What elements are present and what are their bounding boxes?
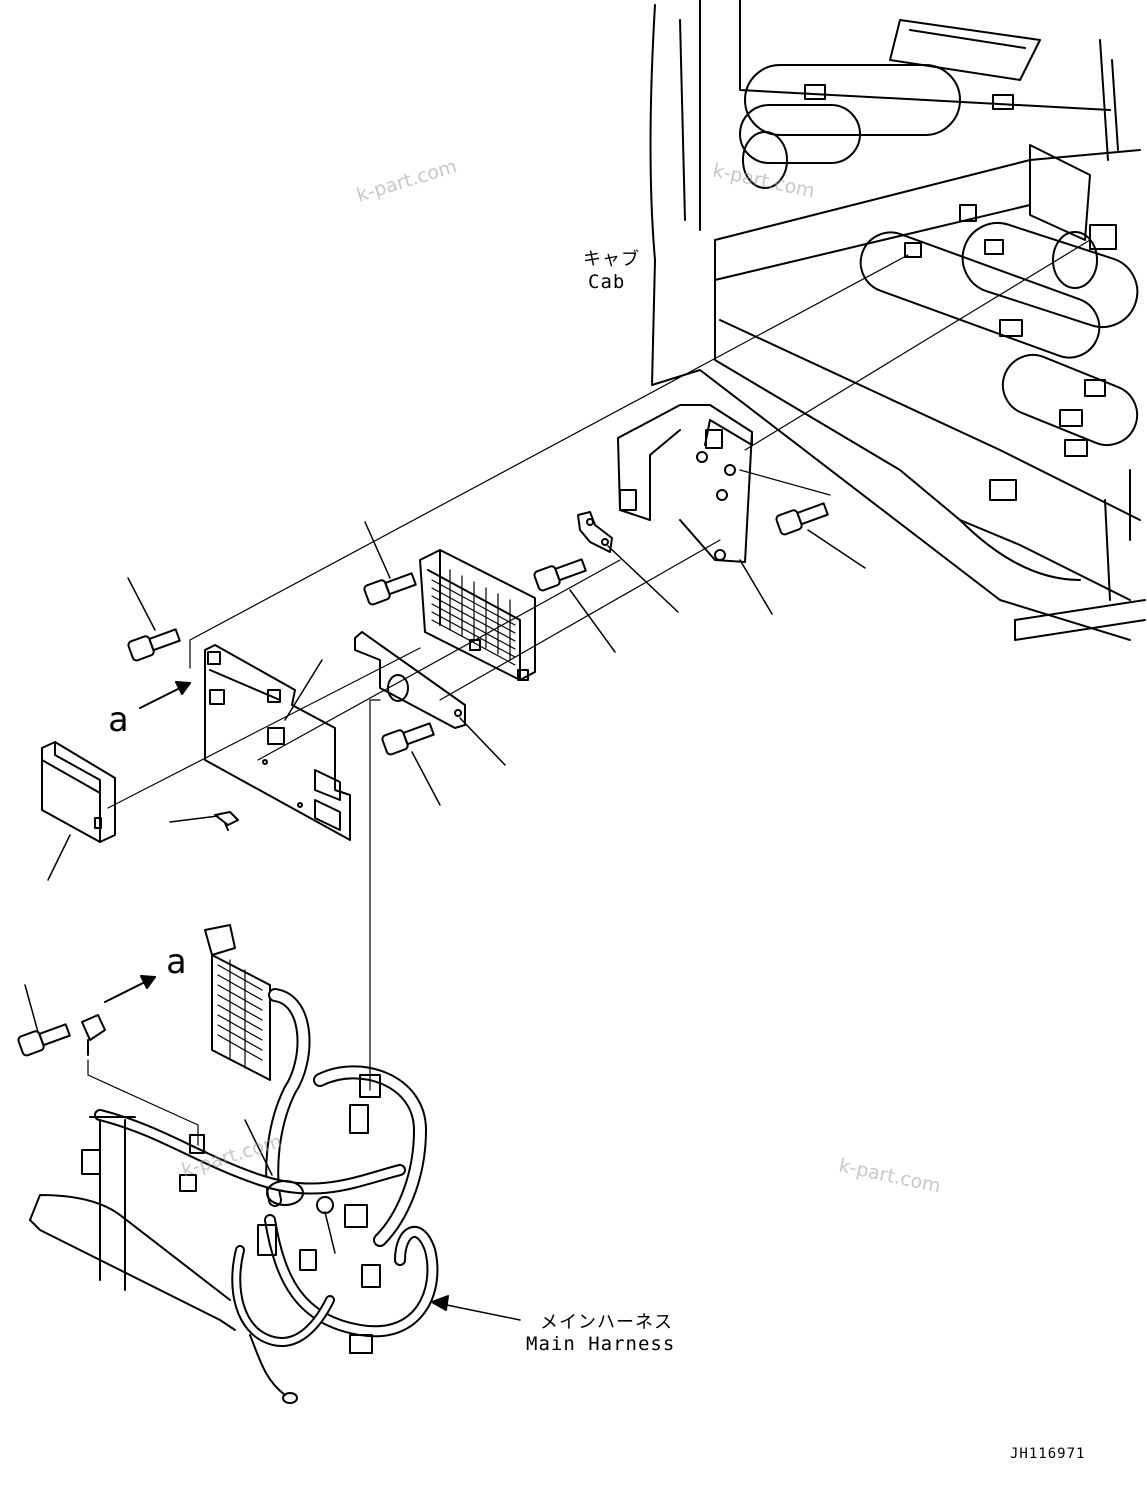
bolts: [17, 502, 829, 1057]
cab-slot: [859, 231, 1101, 359]
drawing-number: JH116971: [1010, 1446, 1086, 1462]
cab-structure: [649, 0, 1146, 641]
cab-slot: [961, 222, 1139, 328]
main-harness-label-en: Main Harness: [526, 1333, 676, 1355]
chassis-rail: [29, 1116, 236, 1331]
main-harness: [81, 924, 439, 1404]
cab-slot: [739, 104, 861, 164]
controller-bracket-rear: [617, 404, 753, 563]
cab-slot: [744, 64, 961, 136]
clip: [214, 811, 239, 831]
view-arrow: [104, 975, 156, 1003]
view-arrow: [139, 681, 191, 709]
cab-label-jp: キャブ: [583, 249, 640, 270]
controller-unit: [419, 549, 536, 681]
assembly-lines: [87, 239, 1091, 1146]
sub-controller-box: [41, 741, 116, 843]
cab-label-en: Cab: [588, 271, 626, 293]
main-harness-label-jp: メインハーネス: [540, 1312, 673, 1333]
bolt: [381, 722, 435, 756]
view-a-label: a: [108, 700, 129, 740]
small-bracket: [577, 511, 613, 553]
bolt: [363, 572, 417, 606]
bolt: [17, 1023, 71, 1057]
bolt: [533, 558, 587, 592]
harness-clamp: [81, 1014, 106, 1056]
harness-pointer-arrow: [431, 1295, 449, 1311]
view-a-label: a: [166, 942, 187, 982]
cover-plate: [354, 631, 466, 729]
controller-bracket-front: [204, 644, 351, 841]
bolt: [127, 628, 181, 662]
cab-slot: [1001, 354, 1139, 446]
leader-lines: [24, 521, 866, 1321]
bolt: [775, 502, 829, 536]
